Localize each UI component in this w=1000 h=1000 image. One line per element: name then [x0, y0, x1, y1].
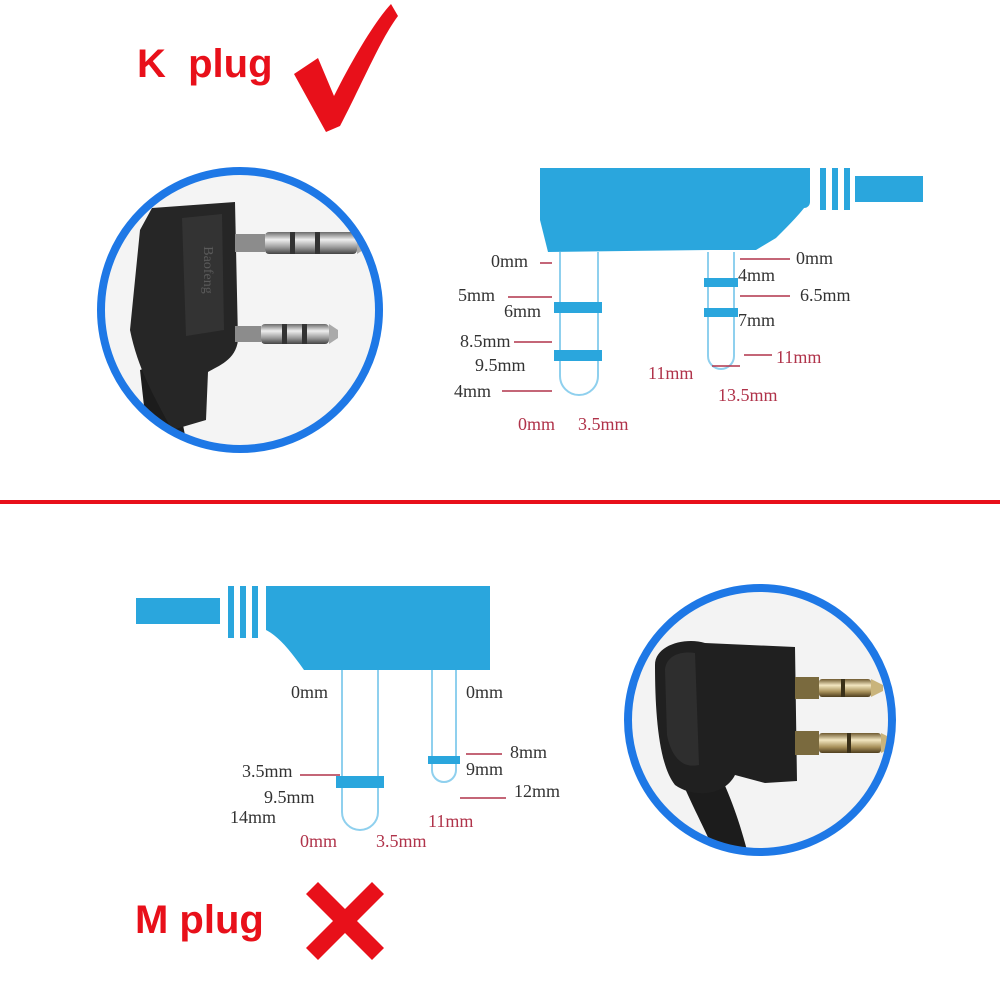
cross-icon [306, 882, 384, 960]
k-right-label-0mm: 0mm [796, 248, 834, 268]
k-left-bottom-0mm: 0mm [518, 414, 556, 434]
m-plug-photo [624, 584, 896, 856]
k-plug-title: K plug [137, 42, 273, 86]
m-right-label-12mm: 12mm [514, 781, 561, 801]
checkmark-icon [294, 4, 398, 132]
m-left-bottom-0mm: 0mm [300, 831, 338, 851]
k-left-label-9-5mm: 9.5mm [475, 355, 526, 375]
m-plug-title: M plug [135, 898, 264, 942]
k-left-label-5mm: 5mm [458, 285, 496, 305]
m-plug-diagram [136, 586, 490, 831]
k-right-label-6-5mm: 6.5mm [800, 285, 851, 305]
k-left-label-4mm: 4mm [454, 381, 492, 401]
k-right-label-11mm-right: 11mm [776, 347, 822, 367]
m-left-label-0mm: 0mm [291, 682, 329, 702]
m-right-label-9mm: 9mm [466, 759, 504, 779]
m-right-label-11mm: 11mm [428, 811, 474, 831]
m-right-label-8mm: 8mm [510, 742, 548, 762]
k-left-label-6mm: 6mm [504, 301, 542, 321]
k-left-bottom-3-5mm: 3.5mm [578, 414, 629, 434]
m-left-label-3-5mm: 3.5mm [242, 761, 293, 781]
m-right-label-0mm: 0mm [466, 682, 504, 702]
m-left-label-9-5mm: 9.5mm [264, 787, 315, 807]
k-right-label-4mm: 4mm [738, 265, 776, 285]
m-left-label-14mm: 14mm [230, 807, 277, 827]
section-divider [0, 500, 1000, 504]
k-plug-brand-text: Baofeng [200, 246, 215, 293]
m-left-bottom-3-5mm: 3.5mm [376, 831, 427, 851]
k-plug-photo: Baofeng [97, 167, 383, 453]
k-right-bottom-13-5mm: 13.5mm [718, 385, 778, 405]
k-left-label-8-5mm: 8.5mm [460, 331, 511, 351]
k-right-label-7mm: 7mm [738, 310, 776, 330]
k-plug-diagram [540, 168, 923, 396]
k-right-label-11mm-left: 11mm [648, 363, 694, 383]
k-left-label-0mm: 0mm [491, 251, 529, 271]
